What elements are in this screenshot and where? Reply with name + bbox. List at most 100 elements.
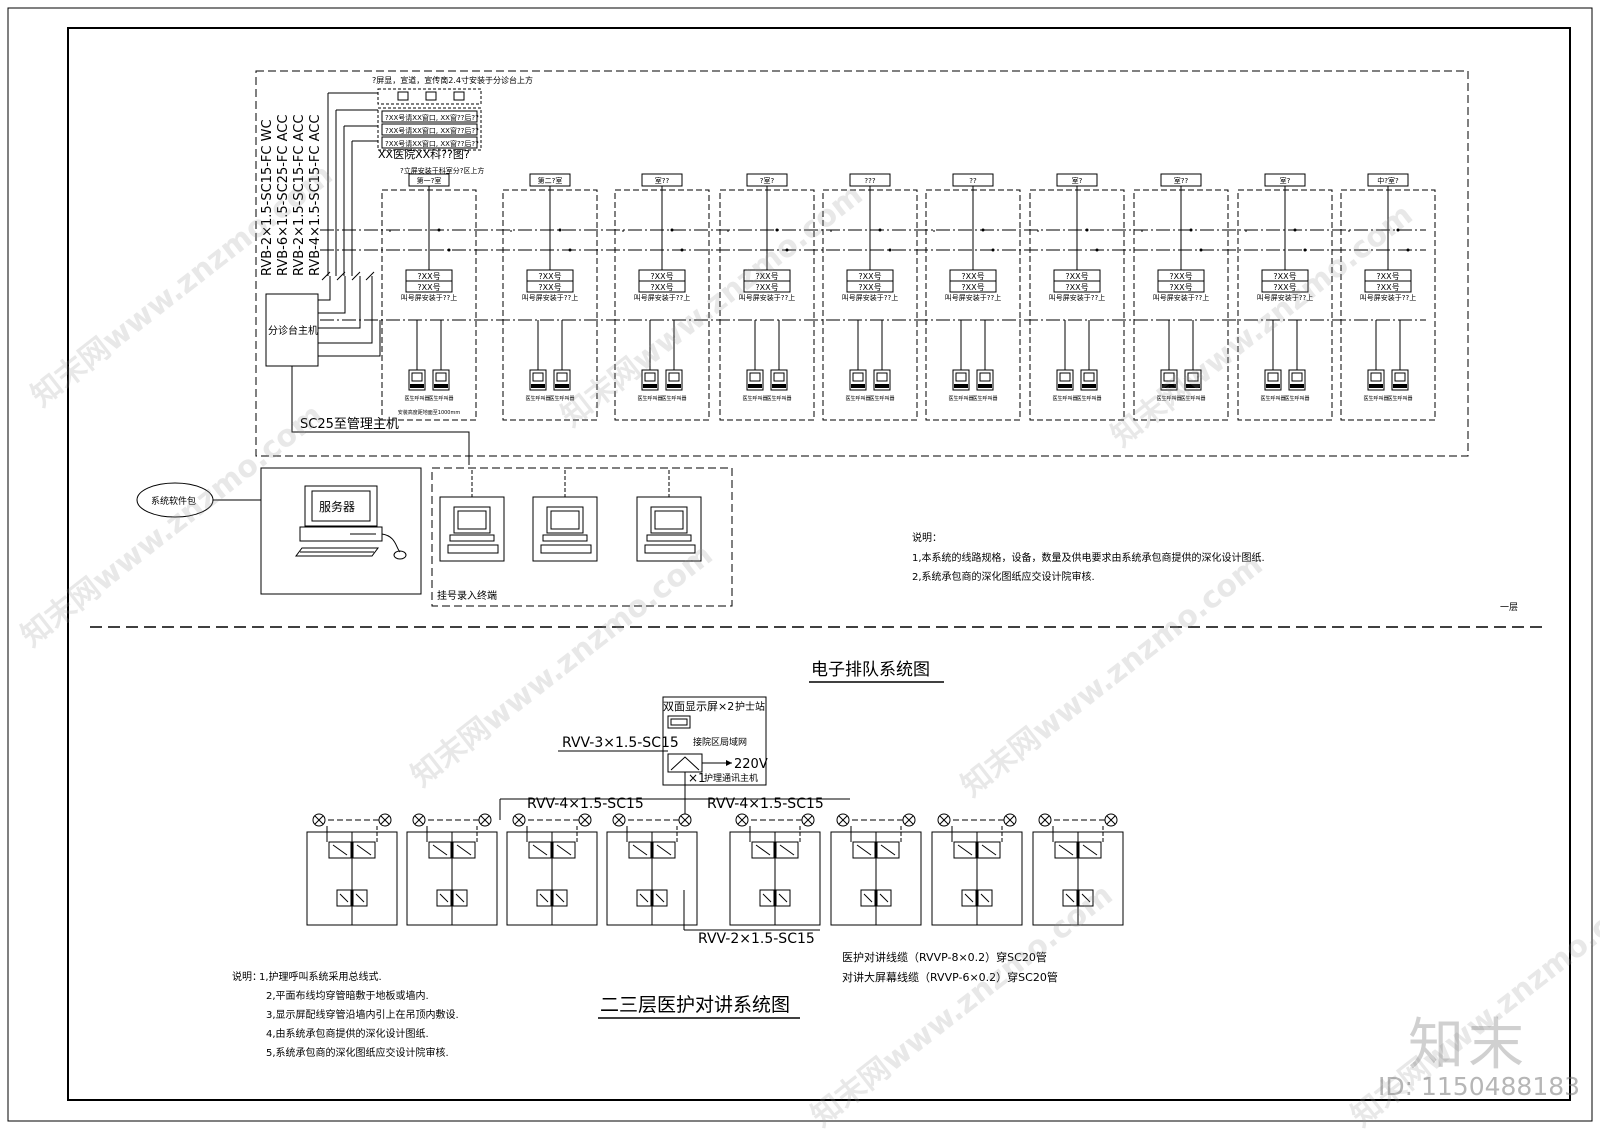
queue-display-caption: 叫号屏安装于??上 <box>401 293 457 302</box>
room-name: ?? <box>969 177 977 185</box>
bed-icon <box>536 889 568 907</box>
queue-display-line: ?XX号 <box>755 283 778 292</box>
queue-display-line: ?XX号 <box>961 283 984 292</box>
cable-label: RVB-6×1.5-SC25-FC ACC <box>276 115 291 276</box>
bedside-call-unit-icon <box>628 841 676 859</box>
terminal-label: 医生呼叫器 <box>1387 395 1412 402</box>
queue-display-line: ?XX号 <box>858 283 881 292</box>
legend-line: 对讲大屏幕线缆（RVVP-6×0.2）穿SC20管 <box>842 970 1058 984</box>
doctor-call-terminal-icon <box>746 369 764 391</box>
panel-row: ?XX号请XX窗口, XX窗??后?? <box>385 113 479 122</box>
bed-icon <box>961 889 993 907</box>
queue-display-caption: 叫号屏安装于??上 <box>634 293 690 302</box>
register-terminals <box>439 470 702 562</box>
room-name: ??? <box>864 177 875 185</box>
room-name: ?室? <box>760 176 775 185</box>
notes-bottom-heading: 说明： <box>232 970 262 983</box>
queue-display-caption: 叫号屏安装于??上 <box>1049 293 1105 302</box>
register-terminal <box>439 470 505 562</box>
cable-labels: RVB-2×1.5-SC15-FC WC RVB-6×1.5-SC25-FC A… <box>260 115 323 276</box>
ward-room <box>729 813 821 926</box>
lamp-icon <box>1104 813 1118 827</box>
sheet-border <box>7 7 1593 1122</box>
lamp-icon <box>612 813 626 827</box>
lamp-icon <box>312 813 326 827</box>
bed-icon <box>636 889 668 907</box>
terminal-label: 医生呼叫器 <box>428 395 453 402</box>
server-label: 服务器 <box>319 499 355 514</box>
doctor-call-terminal-icon <box>1056 369 1074 391</box>
lamp-icon <box>512 813 526 827</box>
panel-row: ?XX号请XX窗口, XX窗??后?? <box>385 139 479 148</box>
sc25-label: SC25至管理主机 <box>300 417 399 432</box>
notes-top: 说明： 1,本系统的线路规格，设备，数量及供电要求由系统承包商提供的深化设计图纸… <box>912 531 1265 583</box>
queue-display-line: ?XX号 <box>650 283 673 292</box>
room-name: 室?? <box>1174 176 1189 185</box>
terminal-label: 医生呼叫器 <box>869 395 894 402</box>
queue-display-line: ?XX号 <box>1376 272 1399 281</box>
queue-system-boundary <box>255 70 1469 457</box>
nurse-display-label: 双面显示屏×2 <box>663 700 734 713</box>
queue-display-line: ?XX号 <box>1273 283 1296 292</box>
doctor-call-terminal-icon <box>641 369 659 391</box>
lamp-icon <box>735 813 749 827</box>
lamp-icon <box>578 813 592 827</box>
queue-display-caption: 叫号屏安装于??上 <box>522 293 578 302</box>
terminal-label: 医生呼叫器 <box>948 395 973 402</box>
queue-display-line: ?XX号 <box>1376 283 1399 292</box>
terminal-label: 医生呼叫器 <box>1363 395 1388 402</box>
doctor-call-terminal-icon <box>1367 369 1385 391</box>
terminal-label: 医生呼叫器 <box>1180 395 1205 402</box>
doctor-call-terminal-icon <box>665 369 683 391</box>
lamp-icon <box>902 813 916 827</box>
terminal-label: 医生呼叫器 <box>549 395 574 402</box>
power-label: 220V <box>734 757 768 772</box>
computer-icon <box>540 506 592 554</box>
ward-rooms <box>306 813 1124 926</box>
lamp-icon <box>678 813 692 827</box>
doctor-call-terminal-icon <box>432 369 450 391</box>
host-qty: ×1 <box>688 771 706 785</box>
triage-host-label: 分诊台主机 <box>268 324 318 337</box>
room-name: 中?室? <box>1377 176 1399 185</box>
height-note: 安装高度距地面至1000mm <box>398 409 461 416</box>
register-terminal-boundary <box>431 467 733 607</box>
terminal-label: 医生呼叫器 <box>525 395 550 402</box>
ward-room <box>1032 813 1124 926</box>
queue-display-line: ?XX号 <box>1169 283 1192 292</box>
queue-display-line: ?XX号 <box>1065 283 1088 292</box>
doctor-call-terminal-icon <box>849 369 867 391</box>
room-name: 第二?室 <box>538 176 563 185</box>
speaker-icon <box>453 91 465 101</box>
notes-bottom-line: 3,显示屏配线穿管沿墙内引上在吊顶内敷设. <box>266 1008 459 1021</box>
lamp-icon <box>378 813 392 827</box>
notes-top-line: 2,系统承包商的深化图纸应交设计院审核. <box>912 570 1095 583</box>
host-links <box>291 276 470 465</box>
ward-room <box>306 813 398 926</box>
doctor-call-terminal-icon <box>553 369 571 391</box>
wire-label: RVV-2×1.5-SC15 <box>698 931 815 947</box>
ward-room <box>406 813 498 926</box>
queue-display-line: ?XX号 <box>1169 272 1192 281</box>
doctor-call-terminal-icon <box>1288 369 1306 391</box>
doctor-call-terminal-icon <box>1160 369 1178 391</box>
nurse-station: 双面显示屏×2 护士站 接院区局域网 220V ×1 护理通讯主机 <box>662 696 768 786</box>
register-terminal-label: 挂号录入终端 <box>437 589 497 602</box>
queue-display-caption: 叫号屏安装于??上 <box>1153 293 1209 302</box>
server-box <box>260 467 422 595</box>
bedside-call-unit-icon <box>953 841 1001 859</box>
image-id: ID: 1150488183 <box>1378 1072 1581 1101</box>
notes-top-heading: 说明： <box>912 531 942 544</box>
room-name: 室? <box>1280 176 1291 185</box>
doctor-call-terminal-icon <box>770 369 788 391</box>
cable-label: RVB-2×1.5-SC15-FC WC <box>260 119 275 276</box>
terminal-label: 医生呼叫器 <box>742 395 767 402</box>
register-terminal <box>636 470 702 562</box>
queue-display-line: ?XX号 <box>755 272 778 281</box>
panel-caption: ?屏显，宣道，宣传啇2.4寸安装于分诊台上方 <box>372 75 533 85</box>
terminal-label: 医生呼叫器 <box>972 395 997 402</box>
